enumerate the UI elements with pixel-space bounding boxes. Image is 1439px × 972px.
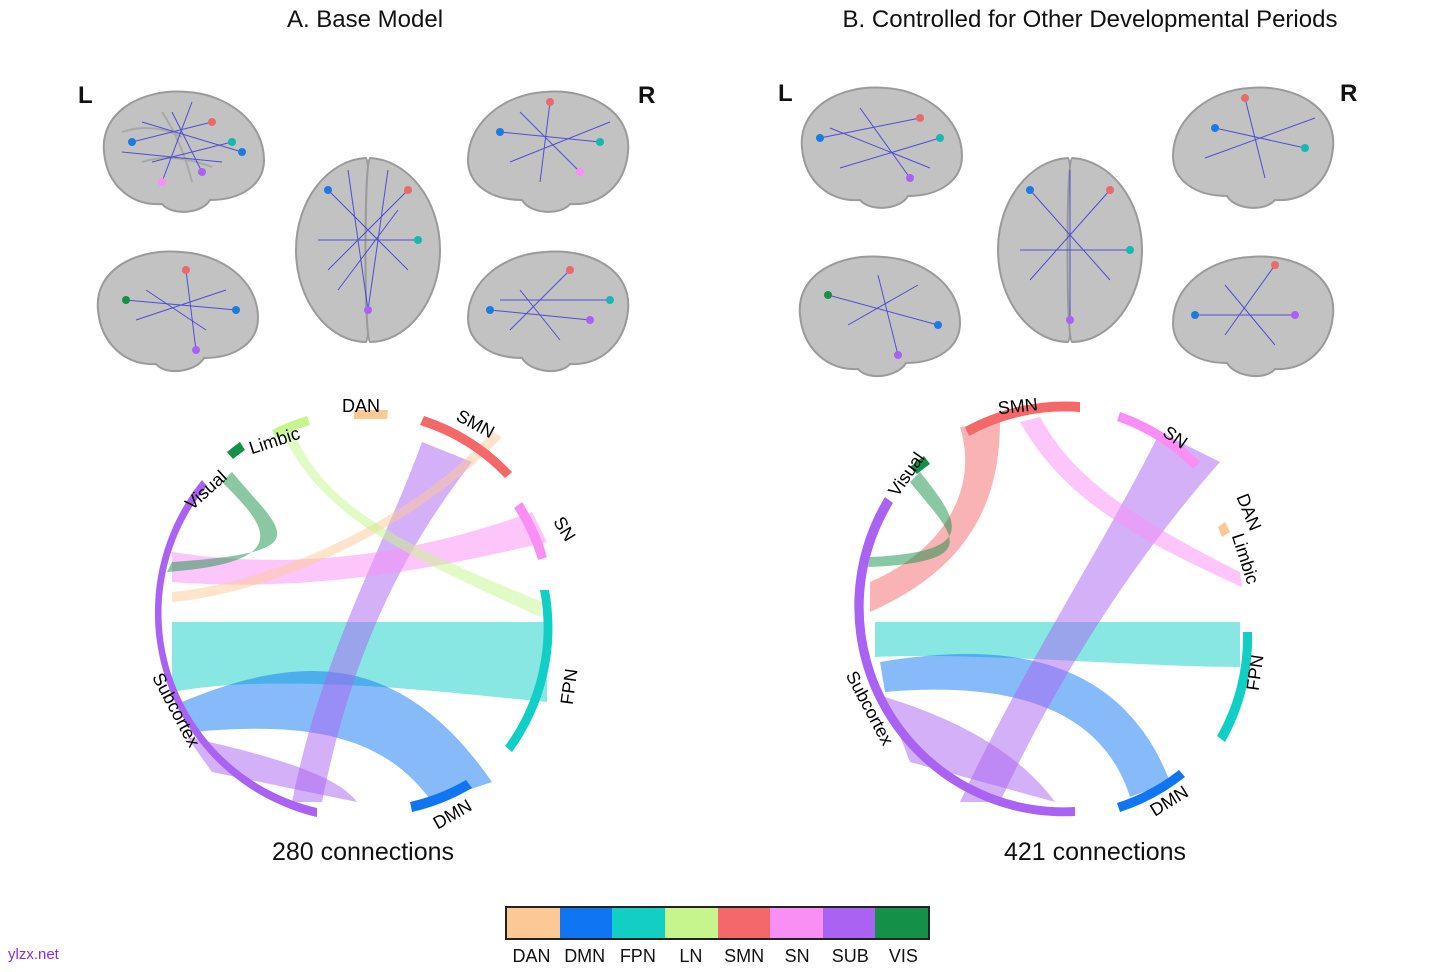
chord-diagram-a: Visual Limbic DAN SMN SN FPN DMN Subcort… [148, 396, 582, 833]
arc-dan [354, 410, 388, 419]
brain-view-left-lateral [102, 90, 266, 213]
chord-label-smn: SMN [997, 394, 1039, 418]
legend-swatch-dan [507, 908, 560, 938]
arc-subcortex [854, 497, 1075, 817]
legend-label-dan: DAN [512, 946, 551, 966]
legend-swatch-vis [875, 908, 928, 938]
chord-label-sn: SN [549, 513, 579, 545]
brain-view-left-lateral [800, 86, 964, 209]
arc-sn [514, 502, 547, 560]
arc-smn [420, 416, 512, 478]
panel-b-title: B. Controlled for Other Developmental Pe… [842, 6, 1338, 33]
arc-sn [1117, 412, 1200, 469]
arc-dmn [1117, 770, 1185, 812]
ribbon-smn-fpn [1020, 417, 1242, 587]
legend-swatch-fpn [612, 908, 665, 938]
legend-label-smn: SMN [724, 946, 765, 966]
legend-label-sn: SN [784, 946, 810, 966]
legend-label-vis: VIS [888, 946, 918, 966]
brain-view-axial [294, 156, 442, 344]
legend-label-fpn: FPN [619, 946, 656, 966]
panel-a-connections-caption: 280 connections [271, 838, 455, 866]
brain-view-axial [996, 156, 1144, 344]
left-hemisphere-label: L [778, 80, 793, 107]
legend-swatch-smn [717, 908, 771, 938]
watermark: ylzx.net [8, 946, 59, 963]
arc-subcortex [154, 480, 317, 817]
brain-view-right-medial [1171, 255, 1335, 378]
legend-swatch-ln [664, 908, 718, 938]
brain-view-left-medial [798, 255, 962, 378]
arc-dmn [410, 780, 472, 812]
chord-label-dan: DAN [342, 396, 380, 416]
ribbon-smn-sub [870, 422, 1000, 612]
arc-fpn [505, 590, 553, 752]
right-hemisphere-label: R [1340, 80, 1358, 107]
brain-view-right-medial [466, 250, 630, 373]
ribbon-limbic-fpn [282, 427, 542, 617]
panel-a-title: A. Base Model [286, 6, 444, 33]
legend-label-ln: LN [679, 946, 703, 966]
ribbon-visual-sub [167, 472, 278, 572]
ribbon-dmn-sub [880, 654, 1170, 797]
legend-swatch-dmn [559, 908, 613, 938]
network-legend-labels: DAN DMN FPN LN SMN SN SUB VIS [505, 946, 930, 967]
legend-swatch-sn [770, 908, 823, 938]
network-color-legend [505, 906, 930, 940]
legend-label-sub: SUB [831, 946, 869, 966]
ribbon-visual-sub [868, 472, 952, 567]
legend-label-dmn: DMN [564, 946, 606, 966]
left-hemisphere-label: L [78, 82, 93, 109]
chord-label-visual: Visual [181, 466, 231, 513]
arc-fpn [1217, 632, 1253, 742]
legend-swatch-sub [822, 908, 876, 938]
brain-view-right-lateral [1171, 86, 1335, 209]
ribbon-sn-sub [960, 432, 1220, 802]
chord-label-dan: DAN [1233, 491, 1266, 534]
panel-b-connections-caption: 421 connections [1003, 838, 1187, 866]
arc-visual [910, 456, 930, 474]
arc-visual [227, 442, 245, 459]
chord-label-fpn: FPN [557, 667, 582, 705]
arc-smn [965, 401, 1080, 436]
chord-diagram-b: Visual SMN SN DAN Limbic FPN DMN Subcort… [842, 394, 1268, 820]
ribbon-smn-sub [292, 442, 472, 802]
chord-label-fpn: FPN [1243, 653, 1268, 691]
brain-view-left-medial [96, 250, 260, 373]
right-hemisphere-label: R [638, 82, 656, 109]
brain-view-right-lateral [466, 90, 630, 213]
arc-dan-limbic [1218, 522, 1230, 537]
arc-limbic [272, 416, 310, 438]
ribbon-sn-sub [172, 512, 547, 585]
ribbon-sub-sub [885, 697, 1055, 802]
